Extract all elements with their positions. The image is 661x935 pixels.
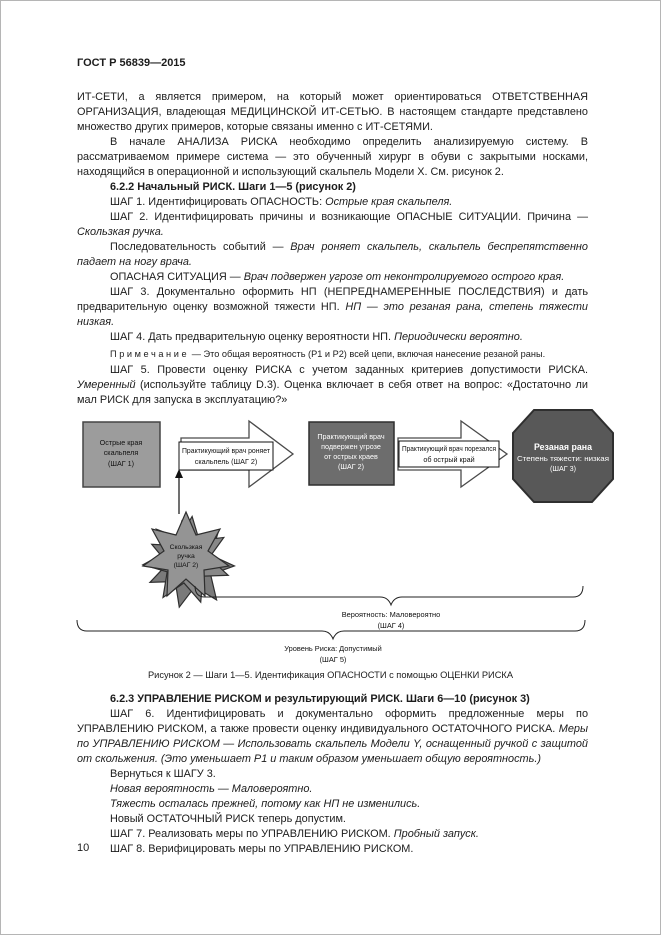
text-run-normal: ШАГ 5. Провести оценку РИСКА с учетом за… [110,364,588,376]
text-run-italic: НП — это резаная рана, степень тяжести н… [77,301,588,328]
text-run-italic: Периодически вероятно. [394,331,523,343]
step-5-paragraph: ШАГ 5. Провести оценку РИСКА с учетом за… [77,363,588,408]
text-run-italic: Скользкая ручка. [77,226,164,238]
harm-severity-label: Степень тяжести: низкая [517,454,609,463]
text-run-italic: Умеренный [77,379,136,391]
cause-label: ручка [177,553,195,560]
text-run-normal: ШАГ 3. Документально оформить НП (НЕПРЕД… [77,286,588,313]
paragraph-it-network: ИТ-СЕТИ, а является примером, на который… [77,91,588,133]
probability-brace [194,585,584,607]
document-number-header: ГОСТ Р 56839—2015 [77,57,186,69]
new-residual-risk-paragraph: Новый ОСТАТОЧНЫЙ РИСК теперь допустим. [110,813,346,825]
arrow2-label: Практикующий врач порезался [402,444,496,453]
hazardous-situation-label: Практикующий врач [317,432,384,441]
hazardous-situation-box [308,421,395,486]
harm-title: Резаная рана [534,442,592,452]
text-run-italic: Острые края скальпеля. [325,196,453,208]
risk-level-label: Уровень Риска: Допустимый [284,644,381,653]
text-run-italic: Пробный запуск. [393,828,479,840]
harm-octagon [512,409,614,503]
section-6-2-3: 6.2.3 УПРАВЛЕНИЕ РИСКОМ и результирующий… [1,692,660,857]
note-paragraph: Примечание — Это общая вероятность (Р1 и… [77,348,588,360]
text-run-italic: Меры по УПРАВЛЕНИЮ РИСКОМ — Использовать… [77,723,588,765]
event-sequence-paragraph: Последовательность событий — Врач роняет… [77,240,588,270]
step-6-paragraph: ШАГ 6. Идентифицировать и документально … [77,707,588,767]
heading-6-2-2: 6.2.2 Начальный РИСК. Шаги 1—5 (рисунок … [110,181,356,193]
note-text: — Это общая вероятность (Р1 и Р2) всей ц… [189,349,546,359]
text-run-normal: ШАГ 6. Идентифицировать и документально … [77,708,588,735]
text-run-normal: ШАГ 7. Реализовать меры по УПРАВЛЕНИЮ РИ… [110,828,394,840]
hazardous-situation-paragraph: ОПАСНАЯ СИТУАЦИЯ — Врач подвержен угрозе… [77,270,588,285]
text-run-normal: ШАГ 1. Идентифицировать ОПАСНОСТЬ: [110,196,326,208]
new-probability-paragraph: Новая вероятность — Маловероятно. [77,782,588,797]
step-1-paragraph: ШАГ 1. Идентифицировать ОПАСНОСТЬ: Остры… [77,195,588,210]
text-run-italic: Врач роняет скальпель, скальпель беспреп… [77,241,588,268]
arrow1-label: Практикующий врач роняет [182,446,271,455]
figure-2-diagram: Острые края скальпеля (ШАГ 1) Практикующ… [1,408,660,668]
hazardous-situation-label: (ШАГ 2) [338,462,364,471]
step-2-paragraph: ШАГ 2. Идентифицировать причины и возник… [77,210,588,240]
text-run-italic: Врач подвержен угрозе от неконтролируемо… [243,271,565,283]
arrow2-label-box [398,440,500,468]
cause-label: Скользкая [170,544,203,551]
severity-unchanged-paragraph: Тяжесть осталась прежней, потому как НП … [77,797,588,812]
probability-label: Вероятность: Маловероятно [342,610,441,619]
starburst-shape [141,510,231,598]
connector-arrowhead-icon [175,469,183,478]
hazard-box-label: (ШАГ 1) [108,459,134,468]
step-4-paragraph: ШАГ 4. Дать предварительную оценку вероя… [77,330,588,345]
text-run-normal: ШАГ 4. Дать предварительную оценку вероя… [110,331,395,343]
hazard-box [82,421,161,488]
arrow1-label-box [178,441,274,471]
hazard-box-label: скальпеля [104,448,139,457]
page-content: ГОСТ Р 56839—2015 ИТ-СЕТИ, а является пр… [1,1,660,408]
cause-starburst: Скользкая ручка (ШАГ 2) [141,510,236,609]
step-7-paragraph: ШАГ 7. Реализовать меры по УПРАВЛЕНИЮ РИ… [77,827,588,842]
hazardous-situation-label: подвержен угрозе [321,442,381,451]
risk-level-brace [76,619,586,641]
step-3-paragraph: ШАГ 3. Документально оформить НП (НЕПРЕД… [77,285,588,330]
text-run-italic: Тяжесть осталась прежней, потому как НП … [110,798,421,810]
cause-label: (ШАГ 2) [174,562,199,569]
risk-level-step-label: (ШАГ 5) [320,655,347,664]
text-run-italic: Новая вероятность — Маловероятно. [110,783,313,795]
hazard-box-label: Острые края [100,438,143,447]
text-run-normal: (используйте таблицу D.3). Оценка включа… [77,379,588,406]
note-label: Примечание [110,349,190,359]
heading-6-2-3: 6.2.3 УПРАВЛЕНИЕ РИСКОМ и результирующий… [110,693,530,705]
hazardous-situation-label: от острых краев [324,452,378,461]
figure-2-caption: Рисунок 2 — Шаги 1—5. Идентификация ОПАС… [147,670,514,680]
step-8-paragraph: ШАГ 8. Верифицировать меры по УПРАВЛЕНИЮ… [110,843,414,855]
text-run-normal: ОПАСНАЯ СИТУАЦИЯ — [110,271,244,283]
page-number: 10 [77,842,90,854]
arrow1-label: скальпель (ШАГ 2) [195,457,257,466]
text-run-normal: Последовательность событий — [110,241,291,253]
probability-step-label: (ШАГ 4) [378,621,405,630]
arrow2-label: об острый край [423,455,474,464]
harm-step-label: (ШАГ 3) [550,464,576,473]
text-run-normal: ШАГ 2. Идентифицировать причины и возник… [110,211,588,223]
paragraph-risk-analysis-intro: В начале АНАЛИЗА РИСКА необходимо опреде… [77,136,588,178]
risk-flowchart: Острые края скальпеля (ШАГ 1) Практикующ… [76,409,614,664]
return-to-step-3-paragraph: Вернуться к ШАГУ 3. [110,768,216,780]
